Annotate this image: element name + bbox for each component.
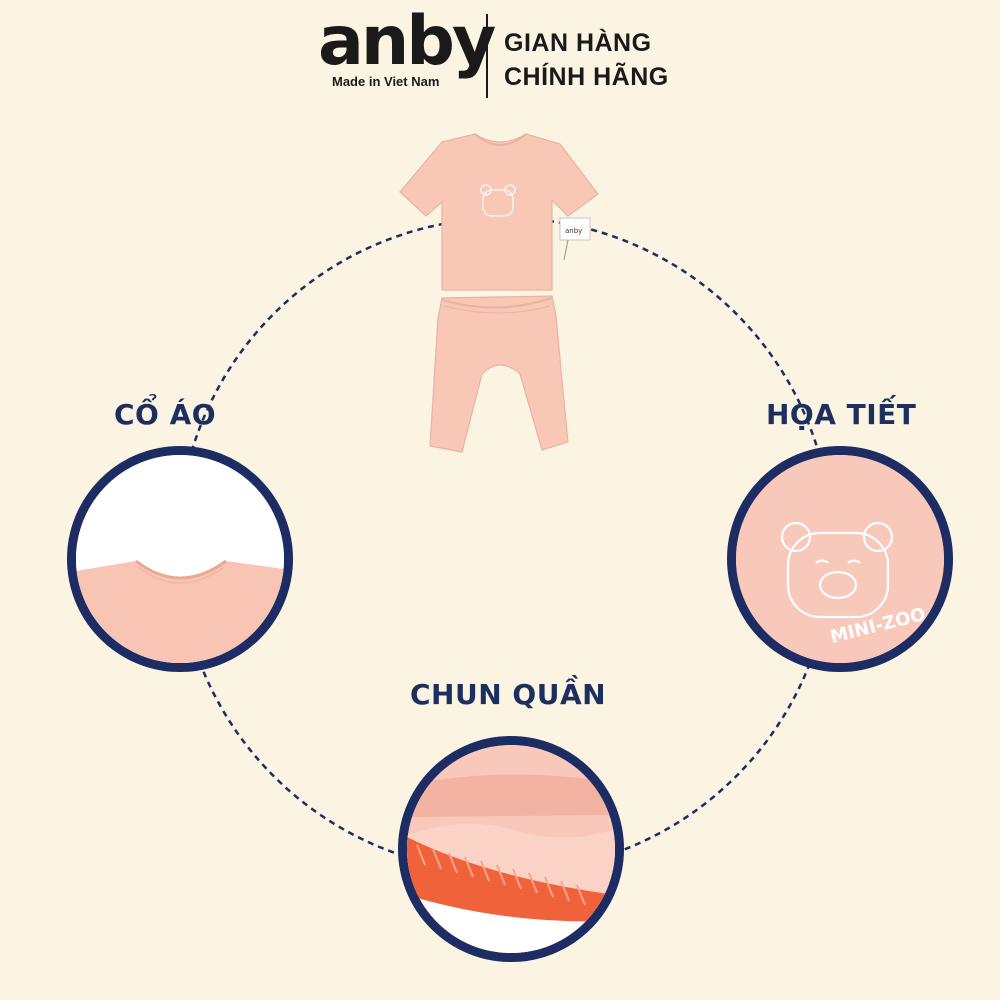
- brand-tagline: Made in Viet Nam: [332, 74, 440, 89]
- brand-wordmark: anby: [318, 2, 496, 81]
- header-divider: [486, 14, 488, 98]
- store-label-line2: CHÍNH HÃNG: [504, 63, 669, 91]
- official-store-label: GIAN HÀNG CHÍNH HÃNG: [504, 26, 669, 94]
- product-image: anby: [380, 120, 620, 480]
- pajama-set-illustration: anby: [399, 133, 599, 453]
- print-pattern-image: MINI-ZOO: [736, 455, 944, 663]
- collar-fabric-image: [76, 455, 284, 663]
- feature-label-collar: CỔ ÁO: [114, 398, 217, 431]
- store-label-line1: GIAN HÀNG: [504, 29, 652, 57]
- waistband-closeup: [398, 736, 624, 962]
- feature-label-pattern: HỌA TIẾT: [766, 398, 917, 431]
- collar-closeup: [67, 446, 293, 672]
- brand-logo: anby Made in Viet Nam: [318, 8, 496, 102]
- hang-tag-text: anby: [565, 227, 582, 235]
- feature-label-waistband: CHUN QUẦN: [410, 678, 607, 711]
- pattern-closeup: MINI-ZOO: [727, 446, 953, 672]
- elastic-waistband-image: [407, 745, 615, 953]
